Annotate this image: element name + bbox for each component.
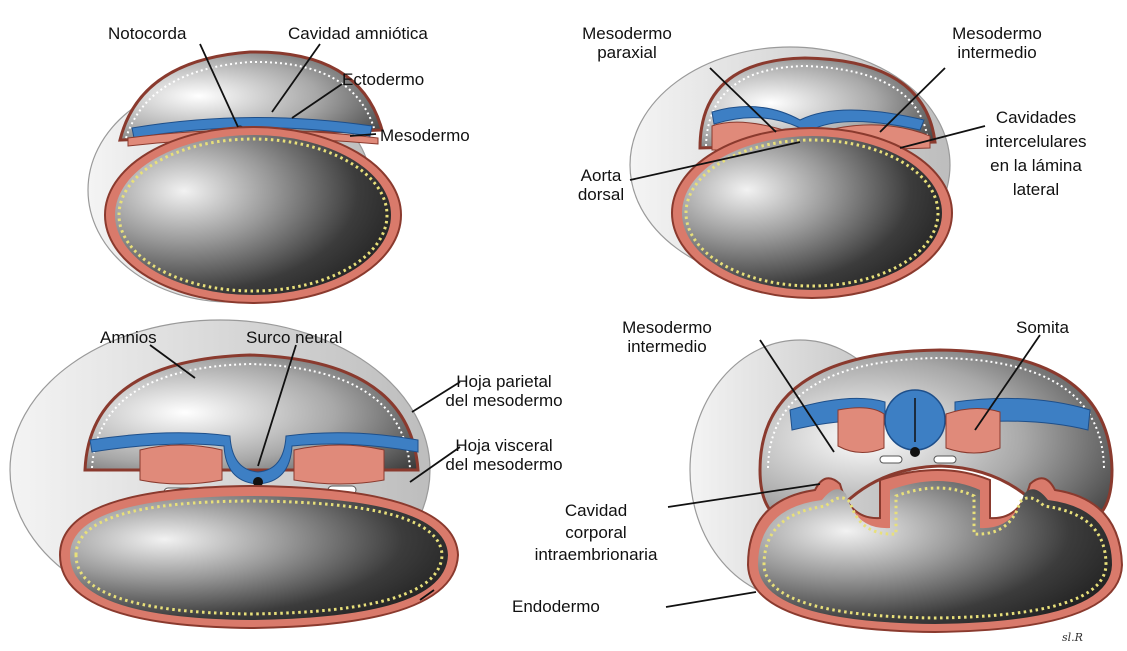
label-surco-neural: Surco neural [246,328,342,347]
label-hoja-visceral-line2: del mesodermo [434,455,574,474]
label-mesodermo-intermedio-d-line1: Mesodermo [594,318,740,337]
label-hoja-visceral-line1: Hoja visceral [434,436,574,455]
label-aorta-line2: dorsal [568,185,634,204]
label-cavidades-line1: Cavidades [966,106,1106,130]
label-ectodermo: Ectodermo [342,70,424,89]
label-mesodermo: Mesodermo [380,126,470,145]
label-cavidad-line3: intraembrionaria [520,544,672,566]
artist-signature: sl.R [1062,628,1083,647]
leader-endodermo-right [666,592,756,607]
label-aorta-line1: Aorta [568,166,634,185]
label-amnios: Amnios [100,328,157,347]
label-hoja-parietal: Hoja parietal del mesodermo [434,372,574,410]
label-mesodermo-intermedio-d-line2: intermedio [594,337,740,356]
label-cavidades-line3: en la lámina [966,154,1106,178]
panel-a-embryo [88,52,401,303]
label-cavidad-line1: Cavidad [520,500,672,522]
label-cavidades-line4: lateral [966,178,1106,202]
label-mesodermo-paraxial-line2: paraxial [572,43,682,62]
label-hoja-parietal-line1: Hoja parietal [434,372,574,391]
label-mesodermo-intermedio-line2: intermedio [942,43,1052,62]
label-cavidad-line2: corporal [520,522,672,544]
label-mesodermo-intermedio-d: Mesodermo intermedio [594,318,740,356]
label-cavidades: Cavidades intercelulares en la lámina la… [966,106,1106,202]
label-mesodermo-intermedio-line1: Mesodermo [942,24,1052,43]
label-hoja-parietal-line2: del mesodermo [434,391,574,410]
panel-c-embryo [10,320,458,628]
label-notocorda: Notocorda [108,24,186,43]
label-somita: Somita [1016,318,1069,337]
label-mesodermo-paraxial-line1: Mesodermo [572,24,682,43]
label-cavidad-amniotica: Cavidad amniótica [288,24,428,43]
label-aorta-dorsal: Aorta dorsal [568,166,634,204]
label-mesodermo-intermedio: Mesodermo intermedio [942,24,1052,62]
panel-b-embryo [630,47,952,298]
label-hoja-visceral: Hoja visceral del mesodermo [434,436,574,474]
label-endodermo: Endodermo [512,597,600,616]
panel-d-embryo [690,340,1122,632]
label-mesodermo-paraxial: Mesodermo paraxial [572,24,682,62]
label-cavidad-corporal: Cavidad corporal intraembrionaria [520,500,672,566]
label-cavidades-line2: intercelulares [966,130,1106,154]
